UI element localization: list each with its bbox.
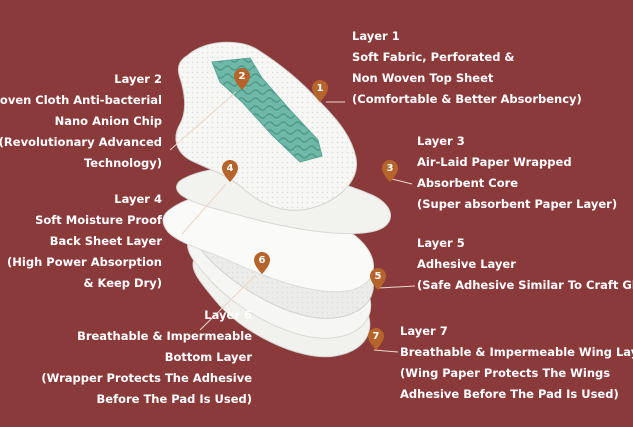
label-layer-4-title: Layer 4 <box>114 192 162 206</box>
label-layer-2-line-1: Woven Cloth Anti-bacterial <box>0 93 162 107</box>
label-layer-4-line-4: & Keep Dry) <box>83 276 162 290</box>
leader-line-4 <box>181 183 227 235</box>
marker-4-icon: 4 <box>222 160 238 182</box>
svg-text:7: 7 <box>373 331 380 342</box>
label-layer-2-title: Layer 2 <box>114 72 162 86</box>
marker-3-icon: 3 <box>382 160 398 182</box>
layer-2-top-sheet <box>175 41 357 211</box>
svg-text:5: 5 <box>375 271 382 282</box>
label-layer-1-title: Layer 1 <box>352 29 400 43</box>
label-layer-6: Layer 6 Breathable & Impermeable Bottom … <box>41 305 252 410</box>
svg-text:4: 4 <box>227 163 234 174</box>
label-layer-2-line-3: (Revolutionary Advanced <box>0 135 162 149</box>
label-layer-3-title: Layer 3 <box>417 134 465 148</box>
label-layer-7-title: Layer 7 <box>400 324 448 338</box>
leader-line-6 <box>199 274 257 331</box>
marker-7-icon: 7 <box>368 328 384 350</box>
label-layer-5-title: Layer 5 <box>417 236 465 250</box>
marker-5-icon: 5 <box>370 268 386 290</box>
leader-line-2 <box>169 91 237 151</box>
label-layer-3-line-3: (Super absorbent Paper Layer) <box>417 197 618 211</box>
label-layer-7-line-2: (Wing Paper Protects The Wings <box>400 366 611 380</box>
label-layer-4-line-1: Soft Moisture Proof <box>35 213 162 227</box>
label-layer-7: Layer 7 Breathable & Impermeable Wing La… <box>400 321 633 405</box>
label-layer-3-line-2: Absorbent Core <box>417 176 519 190</box>
leader-line-5 <box>377 285 416 289</box>
label-layer-7-line-1: Breathable & Impermeable Wing Layer <box>400 345 633 359</box>
label-layer-3-line-1: Air-Laid Paper Wrapped <box>417 155 572 169</box>
svg-text:1: 1 <box>317 83 324 94</box>
label-layer-6-title: Layer 6 <box>204 308 252 322</box>
svg-text:2: 2 <box>239 71 246 82</box>
marker-1-icon: 1 <box>312 80 328 102</box>
label-layer-1: Layer 1 Soft Fabric, Perforated & Non Wo… <box>352 26 582 110</box>
label-layer-1-line-1: Soft Fabric, Perforated & <box>352 50 515 64</box>
label-layer-4-line-3: (High Power Absorption <box>7 255 162 269</box>
marker-6-icon: 6 <box>254 252 270 274</box>
label-layer-4-line-2: Back Sheet Layer <box>49 234 162 248</box>
label-layer-6-line-2: Bottom Layer <box>164 350 252 364</box>
svg-text:6: 6 <box>259 255 266 266</box>
label-layer-6-line-4: Before The Pad Is Used) <box>96 392 253 406</box>
label-layer-2-line-4: Technology) <box>83 156 162 170</box>
label-layer-1-line-3: (Comfortable & Better Absorbency) <box>352 92 582 106</box>
label-layer-2-line-2: Nano Anion Chip <box>54 114 162 128</box>
label-layer-5-line-2: (Safe Adhesive Similar To Craft Glue) <box>417 278 633 292</box>
label-layer-2: Layer 2 Woven Cloth Anti-bacterial Nano … <box>0 69 162 174</box>
leader-line-7 <box>373 349 399 353</box>
label-layer-5: Layer 5 Adhesive Layer (Safe Adhesive Si… <box>417 233 633 296</box>
label-layer-1-line-2: Non Woven Top Sheet <box>352 71 494 85</box>
label-layer-4: Layer 4 Soft Moisture Proof Back Sheet L… <box>7 189 162 294</box>
label-layer-7-line-3: Adhesive Before The Pad Is Used) <box>400 387 619 401</box>
svg-text:3: 3 <box>387 163 394 174</box>
label-layer-6-line-3: (Wrapper Protects The Adhesive <box>41 371 252 385</box>
label-layer-6-line-1: Breathable & Impermeable <box>77 329 252 343</box>
label-layer-5-line-1: Adhesive Layer <box>417 257 516 271</box>
label-layer-3: Layer 3 Air-Laid Paper Wrapped Absorbent… <box>417 131 617 215</box>
marker-2-icon: 2 <box>234 68 250 90</box>
